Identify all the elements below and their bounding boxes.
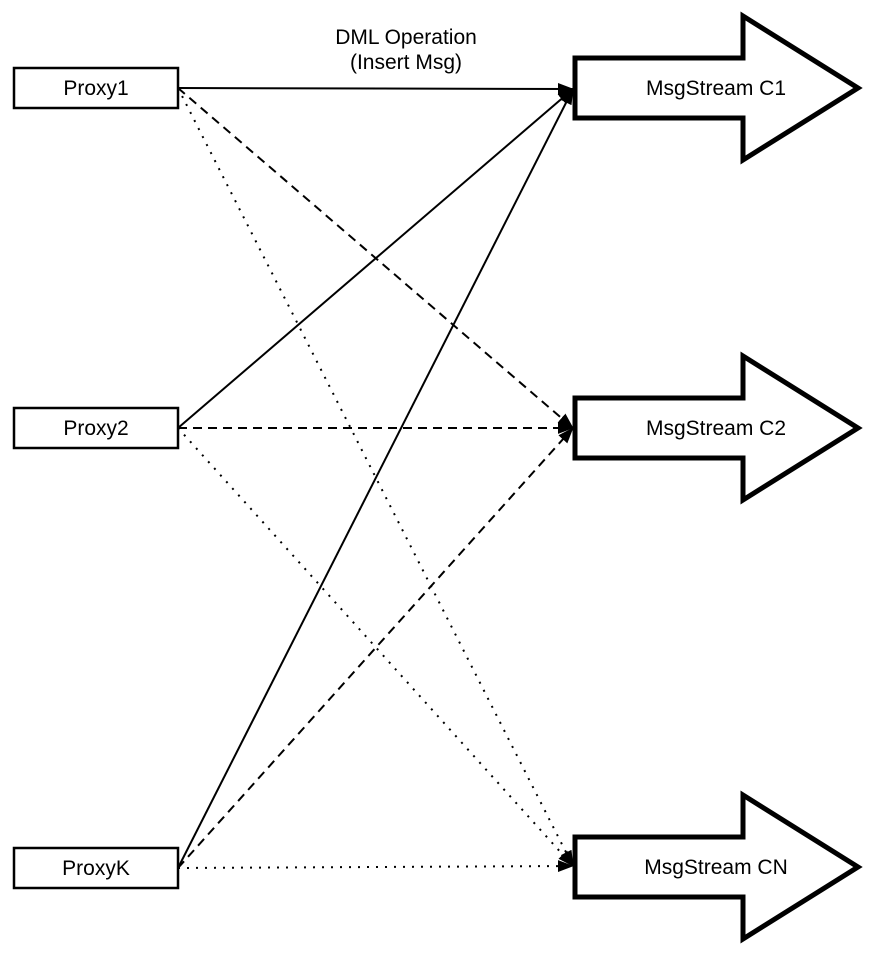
- node-msgstream-cn: MsgStream CN: [572, 790, 863, 944]
- node-msgstream-c1: MsgStream C1: [572, 11, 863, 165]
- node-proxy1: Proxy1: [12, 66, 180, 110]
- msgstream-c1-label: MsgStream C1: [646, 77, 786, 100]
- node-msgstream-c2: MsgStream C2: [572, 351, 863, 505]
- node-proxyk: ProxyK: [12, 846, 180, 890]
- edge-proxy1-to-c1-solid: [177, 82, 574, 95]
- msgstream-cn-label: MsgStream CN: [644, 856, 788, 879]
- node-proxy2: Proxy2: [12, 406, 180, 450]
- edge-proxyk-to-cn-dotted: [177, 860, 574, 873]
- edge-proxyk-to-c1-solid: [177, 88, 574, 869]
- msgstream-c1-block-arrow-shape: [572, 11, 863, 165]
- edge-proxy1-to-cn-dotted: [177, 87, 574, 867]
- edge-layer: [177, 82, 574, 873]
- proxy1-label: Proxy1: [63, 77, 128, 100]
- proxy1-box: [12, 66, 180, 110]
- edge-proxy1-to-c2-dashed: [177, 87, 574, 429]
- proxyk-label: ProxyK: [62, 857, 130, 880]
- msgstream-c2-block-arrow-shape: [572, 351, 863, 505]
- proxy2-label: Proxy2: [63, 417, 128, 440]
- edge-proxyk-to-c2-dashed: [177, 427, 574, 869]
- annotation-line1: DML Operation: [335, 26, 477, 49]
- msgstream-cn-block-arrow-shape: [572, 790, 863, 944]
- annotation-line2: (Insert Msg): [350, 51, 462, 74]
- msgstream-c2-label: MsgStream C2: [646, 417, 786, 440]
